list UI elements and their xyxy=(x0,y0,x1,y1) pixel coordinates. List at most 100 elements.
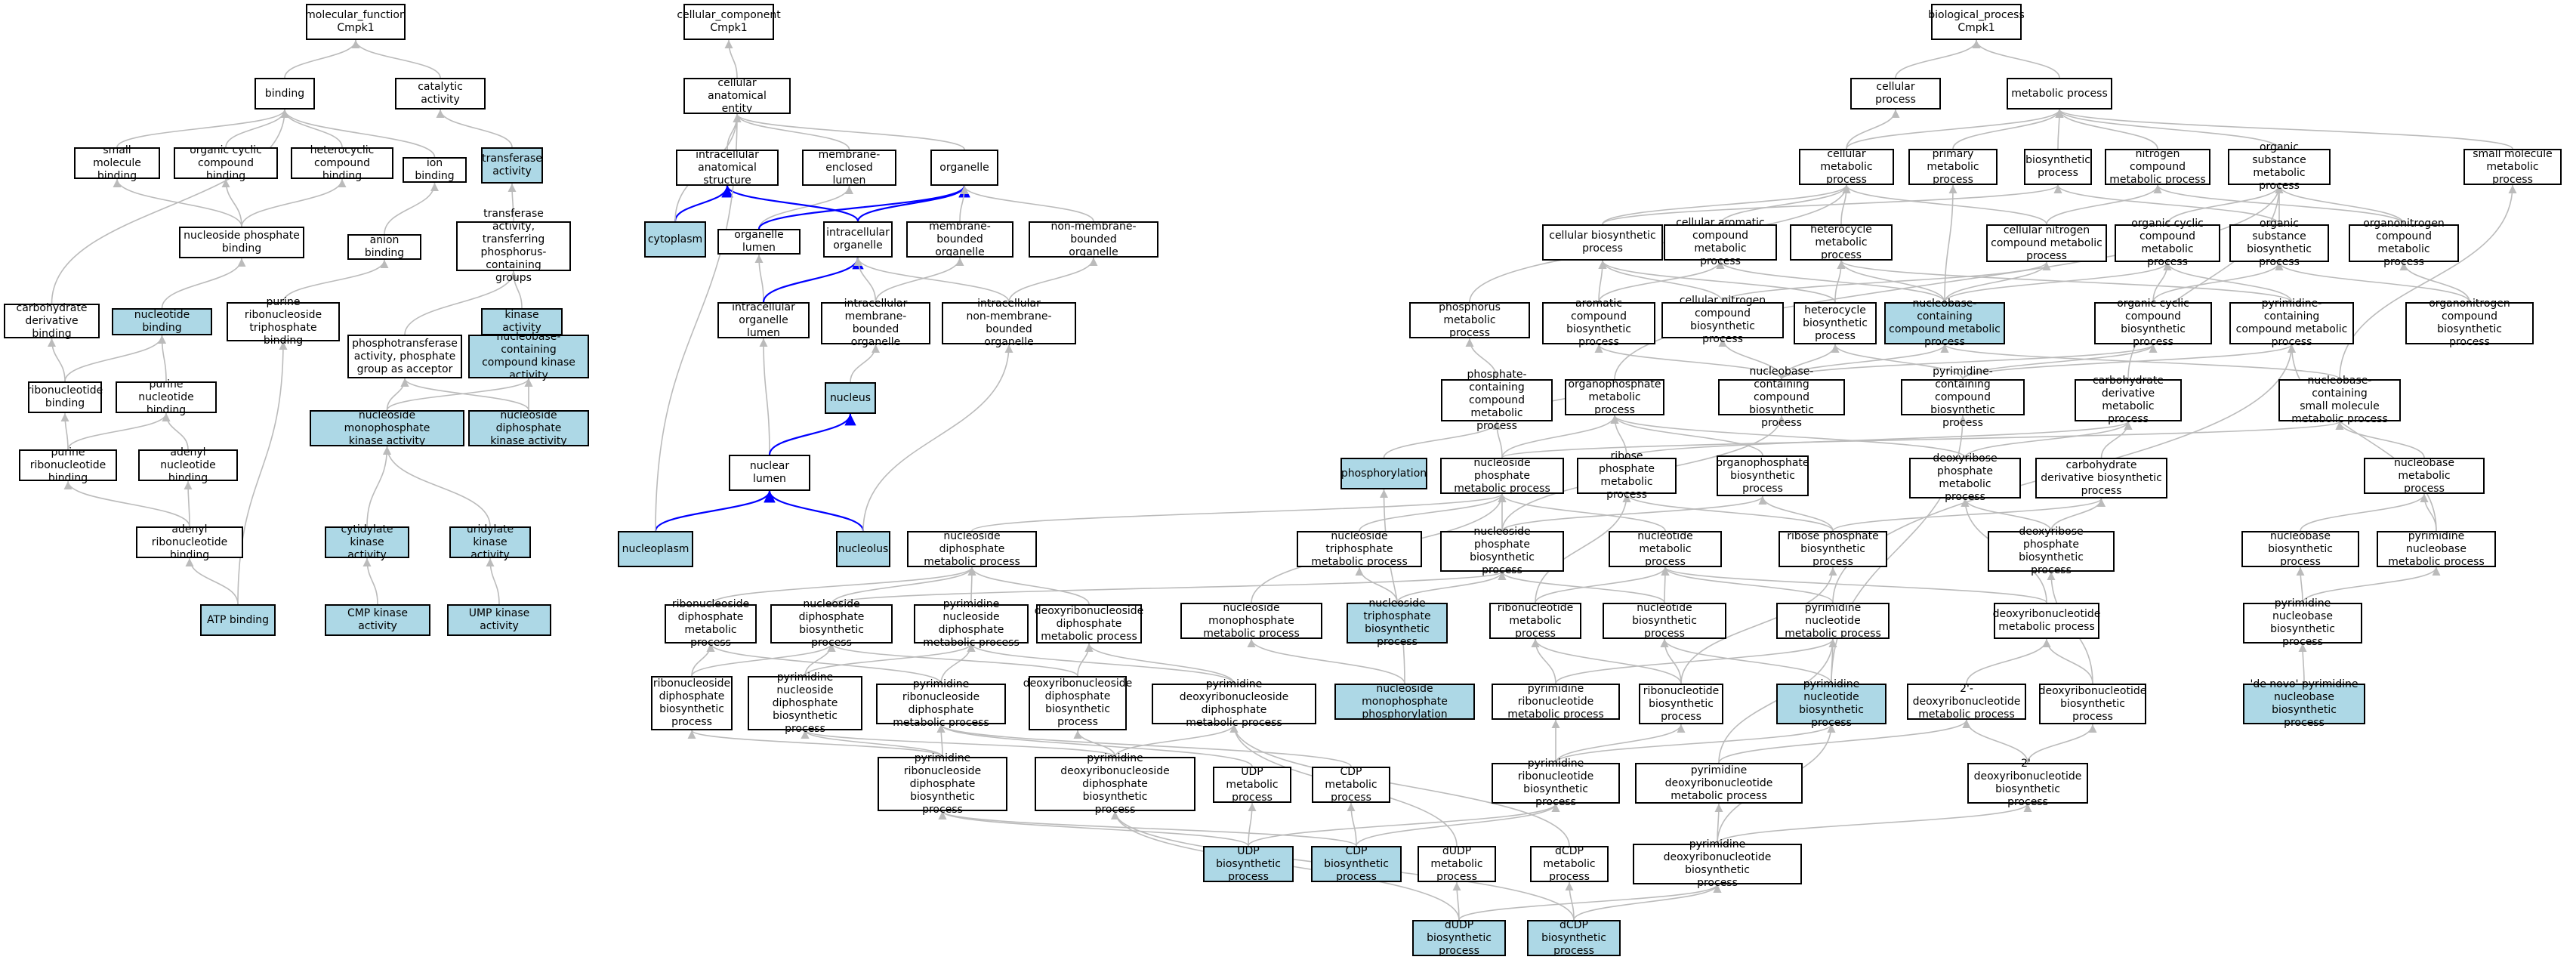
go-term-phos-cont-met[interactable]: phosphate-containing compound metabolic … xyxy=(1441,369,1553,432)
go-term-cc[interactable]: cellular_component Cmpk1 xyxy=(677,4,781,40)
go-term-cell-proc[interactable]: cellular process xyxy=(1850,78,1941,110)
go-term-org-cyc-bind[interactable]: organic cyclic compound binding xyxy=(174,144,278,182)
go-term-organophos-bio[interactable]: organophosphate biosynthetic process xyxy=(1716,455,1809,496)
go-term-ntp-met[interactable]: nucleoside triphosphate metabolic proces… xyxy=(1297,530,1422,568)
go-term-cmp-kinase[interactable]: CMP kinase activity xyxy=(325,604,430,636)
go-term-ic-org-lumen[interactable]: intracellular organelle lumen xyxy=(717,301,810,339)
go-term-udp-bio[interactable]: UDP biosynthetic process xyxy=(1203,845,1294,883)
go-term-rnuc-met[interactable]: ribonucleotide metabolic process xyxy=(1489,602,1581,640)
go-term-d2-nuc-met[interactable]: 2'-deoxyribonucleotide metabolic process xyxy=(1907,683,2026,721)
go-term-cell-nitro-bio[interactable]: cellular nitrogen compound biosynthetic … xyxy=(1661,295,1784,345)
go-term-nb-kinase[interactable]: nucleobase-containing compound kinase ac… xyxy=(468,331,589,381)
go-term-phosphorus-met[interactable]: phosphorus metabolic process xyxy=(1409,301,1530,339)
go-term-cell-nitro-met[interactable]: cellular nitrogen compound metabolic pro… xyxy=(1986,224,2107,262)
go-term-udp-met[interactable]: UDP metabolic process xyxy=(1213,766,1291,804)
go-term-ias[interactable]: intracellular anatomical structure xyxy=(676,149,779,187)
go-term-catalytic[interactable]: catalytic activity xyxy=(395,78,486,110)
go-term-nsp-met[interactable]: nucleoside phosphate metabolic process xyxy=(1440,457,1564,495)
go-term-nitro-met[interactable]: nitrogen compound metabolic process xyxy=(2105,148,2210,186)
go-term-phosphotransf[interactable]: phosphotransferase activity, phosphate g… xyxy=(347,335,462,378)
go-term-carb-der-met[interactable]: carbohydrate derivative metabolic proces… xyxy=(2075,375,2182,425)
go-term-nmp-phos[interactable]: nucleoside monophosphate phosphorylation xyxy=(1334,683,1475,721)
go-term-nucleus[interactable]: nucleus xyxy=(825,382,876,414)
go-term-kinase[interactable]: kinase activity xyxy=(481,308,563,335)
go-term-nsp-bio[interactable]: nucleoside phosphate biosynthetic proces… xyxy=(1440,526,1564,576)
go-term-aden-rnuc-bind[interactable]: adenyl ribonucleotide binding xyxy=(136,523,243,561)
go-term-pyr-rnuc-bio[interactable]: pyrimidine ribonucleotide biosynthetic p… xyxy=(1492,758,1620,808)
go-term-nmp-kinase[interactable]: nucleoside monophosphate kinase activity xyxy=(310,409,464,447)
go-term-rnuc-bind[interactable]: ribonucleotide binding xyxy=(27,381,103,413)
go-term-bp[interactable]: biological_process Cmpk1 xyxy=(1928,4,2025,40)
go-term-nb-small-met[interactable]: nucleobase-containing small molecule met… xyxy=(2278,375,2401,425)
go-term-het-met[interactable]: heterocycle metabolic process xyxy=(1790,224,1893,261)
go-term-nuc-bio[interactable]: nucleotide biosynthetic process xyxy=(1603,602,1726,640)
go-term-org-lumen[interactable]: organelle lumen xyxy=(717,229,801,255)
go-term-cyt-kinase[interactable]: cytidylate kinase activity xyxy=(325,523,409,561)
go-term-dcdp-met[interactable]: dCDP metabolic process xyxy=(1530,845,1609,883)
go-term-mb-org[interactable]: membrane-bounded organelle xyxy=(906,221,1013,258)
go-term-ic-mb-org[interactable]: intracellular membrane-bounded organelle xyxy=(821,298,930,348)
go-term-arom-bio[interactable]: aromatic compound biosynthetic process xyxy=(1542,298,1655,348)
go-term-ndp-bio[interactable]: nucleoside diphosphate biosynthetic proc… xyxy=(770,598,893,649)
go-term-pyr-cont-bio[interactable]: pyrimidine-containing compound biosynthe… xyxy=(1901,366,2025,429)
go-term-organonitro-bio[interactable]: organonitrogen compound biosynthetic pro… xyxy=(2405,298,2534,348)
go-term-met-proc[interactable]: metabolic process xyxy=(2007,78,2112,110)
go-term-org-cyc-bio[interactable]: organic cyclic compound biosynthetic pro… xyxy=(2094,298,2212,348)
go-term-organelle[interactable]: organelle xyxy=(930,150,998,186)
go-term-mel[interactable]: membrane-enclosed lumen xyxy=(802,149,896,187)
go-term-binding[interactable]: binding xyxy=(255,78,315,110)
go-term-ump-kinase[interactable]: UMP kinase activity xyxy=(447,604,551,636)
go-term-pyr-dnuc-bio[interactable]: pyrimidine deoxyribonucleotide biosynthe… xyxy=(1633,838,1802,889)
go-term-nuc-met[interactable]: nucleotide metabolic process xyxy=(1609,530,1722,568)
go-term-carb-bind[interactable]: carbohydrate derivative binding xyxy=(4,302,100,340)
go-term-pyr-nuc-bio[interactable]: pyrimidine nucleotide biosynthetic proce… xyxy=(1776,678,1886,729)
go-term-pur-rnt-bind[interactable]: purine ribonucleoside triphosphate bindi… xyxy=(227,296,340,347)
go-term-d2-nuc-bio[interactable]: 2'-deoxyribonucleotide biosynthetic proc… xyxy=(1967,758,2088,808)
go-term-org-sub-met[interactable]: organic substance metabolic process xyxy=(2228,141,2331,192)
go-term-denovo[interactable]: 'de novo' pyrimidine nucleobase biosynth… xyxy=(2243,678,2365,729)
go-term-cae[interactable]: cellular anatomical entity xyxy=(683,77,791,115)
go-term-prim-met[interactable]: primary metabolic process xyxy=(1908,148,1998,186)
go-term-pyr-cont-met[interactable]: pyrimidine-containing compound metabolic… xyxy=(2229,298,2354,348)
go-term-cell-arom-met[interactable]: cellular aromatic compound metabolic pro… xyxy=(1664,217,1777,267)
go-term-transferase[interactable]: transferase activity xyxy=(481,147,543,184)
go-term-dnuc-bio[interactable]: deoxyribonucleotide biosynthetic process xyxy=(2039,684,2146,724)
go-term-atp-bind[interactable]: ATP binding xyxy=(200,604,276,636)
go-term-nucleoplasm[interactable]: nucleoplasm xyxy=(618,531,693,567)
go-term-dnuc-met[interactable]: deoxyribonucleotide metabolic process xyxy=(1993,603,2100,639)
go-term-ribose-met[interactable]: ribose phosphate metabolic process xyxy=(1577,450,1677,501)
go-term-ndp-met[interactable]: nucleoside diphosphate metabolic process xyxy=(907,530,1037,568)
go-term-organophos-met[interactable]: organophosphate metabolic process xyxy=(1565,378,1664,416)
go-term-phosphorylation[interactable]: phosphorylation xyxy=(1340,458,1427,489)
go-term-cytoplasm[interactable]: cytoplasm xyxy=(644,221,706,258)
go-term-nmp-met[interactable]: nucleoside monophosphate metabolic proce… xyxy=(1180,602,1322,640)
go-term-het-bind[interactable]: heterocyclic compound binding xyxy=(291,144,393,182)
go-term-deoxyribose-met[interactable]: deoxyribose phosphate metabolic process xyxy=(1909,452,2021,503)
go-term-nb-bio[interactable]: nucleobase-containing compound biosynthe… xyxy=(1718,366,1845,429)
go-term-nucbase-met[interactable]: nucleobase metabolic process xyxy=(2364,457,2485,495)
go-term-pyr-rnuc-met[interactable]: pyrimidine ribonucleotide metabolic proc… xyxy=(1492,683,1620,721)
go-term-het-bio[interactable]: heterocycle biosynthetic process xyxy=(1794,302,1877,344)
go-term-ndp-kinase[interactable]: nucleoside diphosphate kinase activity xyxy=(468,409,589,447)
go-term-cdp-met[interactable]: CDP metabolic process xyxy=(1312,766,1390,804)
go-term-organonitro-met[interactable]: organonitrogen compound metabolic proces… xyxy=(2349,218,2459,268)
go-term-small-met[interactable]: small molecule metabolic process xyxy=(2463,148,2562,186)
go-term-anion-bind[interactable]: anion binding xyxy=(347,234,421,260)
go-term-deoxyribose-bio[interactable]: deoxyribose phosphate biosynthetic proce… xyxy=(1988,526,2115,576)
go-term-pyr-dnsdp-met[interactable]: pyrimidine deoxyribonucleoside diphospha… xyxy=(1152,678,1316,729)
go-term-pyr-ndp-met[interactable]: pyrimidine nucleoside diphosphate metabo… xyxy=(914,598,1029,649)
go-term-cell-met[interactable]: cellular metabolic process xyxy=(1799,148,1894,186)
go-term-rnuc-bio[interactable]: ribonucleotide biosynthetic process xyxy=(1639,684,1723,724)
go-term-org-sub-bio[interactable]: organic substance biosynthetic process xyxy=(2229,218,2329,268)
go-term-pyr-dnsdp-bio[interactable]: pyrimidine deoxyribonucleoside diphospha… xyxy=(1035,752,1195,816)
go-term-ntp-bio[interactable]: nucleoside triphosphate biosynthetic pro… xyxy=(1347,597,1448,648)
go-term-dnsdp-met[interactable]: deoxyribonucleoside diphosphate metaboli… xyxy=(1034,604,1144,644)
go-term-pyr-ndp-bio[interactable]: pyrimidine nucleoside diphosphate biosyn… xyxy=(748,671,862,735)
go-term-pur-rnuc-bind[interactable]: purine ribonucleotide binding xyxy=(19,446,117,484)
go-term-uri-kinase[interactable]: uridylate kinase activity xyxy=(449,523,531,561)
go-term-pyr-rnsdp-bio[interactable]: pyrimidine ribonucleoside diphosphate bi… xyxy=(878,752,1007,816)
go-term-dudp-bio[interactable]: dUDP biosynthetic process xyxy=(1412,919,1506,957)
go-term-cell-biosyn[interactable]: cellular biosynthetic process xyxy=(1542,224,1663,261)
go-term-nucleolus[interactable]: nucleolus xyxy=(836,531,890,567)
go-term-pyr-nucbase-met[interactable]: pyrimidine nucleobase metabolic process xyxy=(2377,530,2496,568)
